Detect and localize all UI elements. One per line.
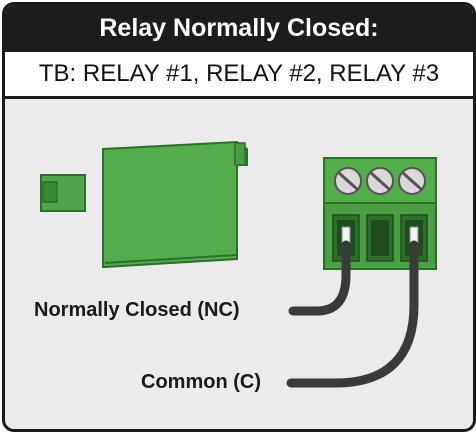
normally-closed-wire-label: Normally Closed (NC) bbox=[34, 299, 240, 321]
plug-connector-icon bbox=[40, 140, 248, 268]
common-wire-label: Common (C) bbox=[141, 371, 261, 393]
terminal-block-subtitle: TB: RELAY #1, RELAY #2, RELAY #3 bbox=[5, 52, 473, 99]
terminal-block bbox=[323, 157, 437, 270]
screw-terminal-icon bbox=[334, 167, 426, 195]
wire-icon bbox=[286, 240, 419, 388]
wiring-diagram bbox=[40, 140, 437, 388]
page-title: Relay Normally Closed: bbox=[5, 5, 473, 52]
